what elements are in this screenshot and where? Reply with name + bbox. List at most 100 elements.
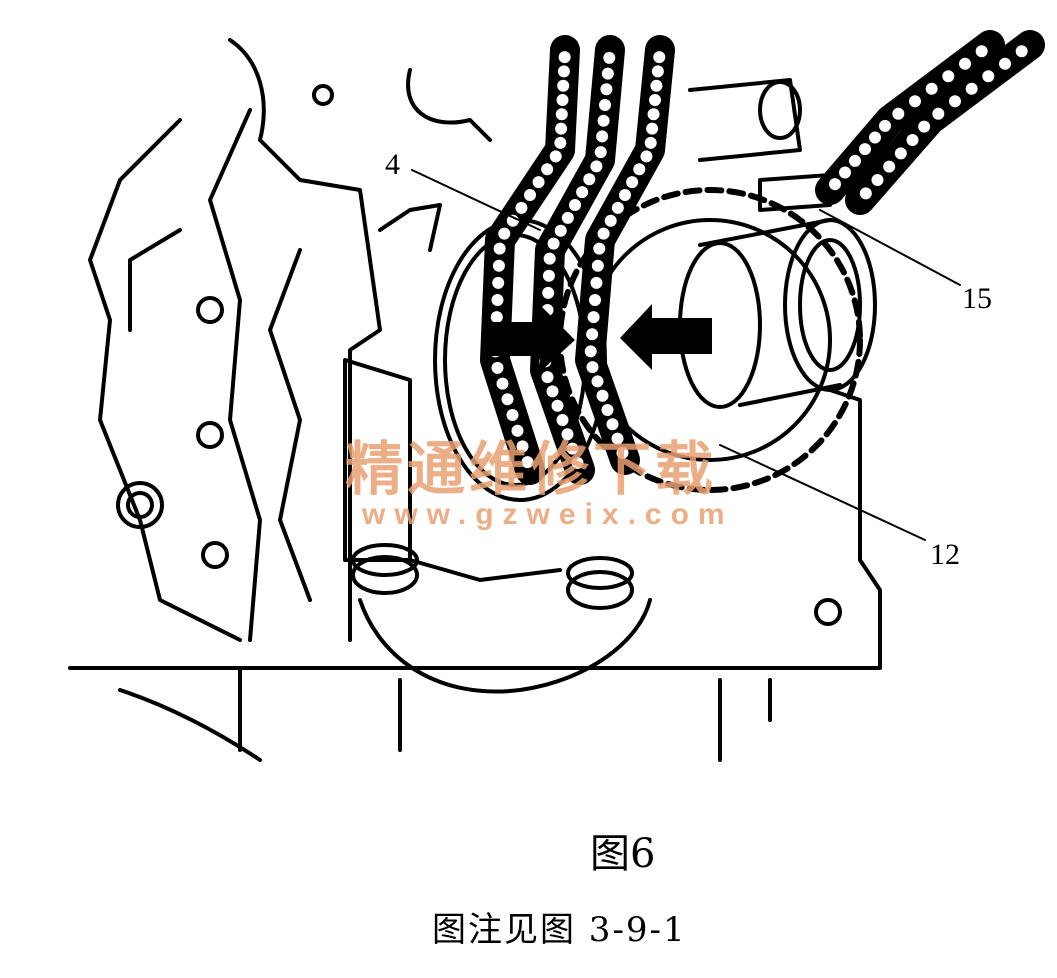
chain-link <box>881 158 898 175</box>
chain-link <box>513 199 530 216</box>
chain-link <box>907 93 923 110</box>
chain-link <box>867 129 883 146</box>
chain-link <box>594 387 611 404</box>
chain-link <box>564 440 581 457</box>
chain-link <box>540 284 557 301</box>
chain-link <box>545 235 562 252</box>
chain-link <box>642 134 659 151</box>
chain-link <box>553 106 570 123</box>
chain-link <box>947 93 963 110</box>
chain-link <box>547 148 564 165</box>
chain-link <box>522 187 538 203</box>
chain-link <box>599 65 616 82</box>
chain-link <box>581 171 598 188</box>
chain-link <box>490 274 507 291</box>
chain-link <box>647 92 663 108</box>
chain-link <box>496 225 513 242</box>
watermark-title: 精通维修下载 <box>345 435 718 503</box>
chain-link <box>645 106 662 123</box>
chain-link <box>930 105 947 122</box>
chain-link <box>588 274 605 291</box>
chain-link <box>649 63 666 80</box>
chain-link <box>494 375 511 392</box>
chain-link <box>595 112 612 129</box>
figure-note: 图注见图 3-9-1 <box>432 910 687 950</box>
chain-link <box>877 117 893 134</box>
engine-block-outline <box>68 38 882 762</box>
camshaft-cylinder <box>678 78 877 409</box>
chain-link <box>617 187 633 203</box>
chain-link <box>916 118 933 135</box>
callout-15: 15 <box>962 282 992 315</box>
chain-link <box>574 184 591 201</box>
chain-link <box>648 77 665 94</box>
chain-link <box>638 148 655 165</box>
chain-link <box>491 240 508 257</box>
chain-link <box>609 199 626 216</box>
chain-link <box>904 132 921 148</box>
chain-link <box>624 174 641 191</box>
chain-link <box>490 257 507 274</box>
figure-caption: 图6 <box>590 831 656 877</box>
chain-link <box>614 444 631 461</box>
chain-link <box>595 225 612 242</box>
leader-lines <box>411 169 961 541</box>
chain-link <box>559 426 576 443</box>
chain-link <box>588 158 605 175</box>
chain-link <box>554 92 571 108</box>
chain-link <box>604 416 621 433</box>
chain-link <box>980 68 997 85</box>
chain-link <box>599 402 616 418</box>
chain-link <box>589 373 606 390</box>
watermark-url: www.gzweix.com <box>362 498 734 531</box>
chain-link <box>651 49 668 66</box>
chain-link <box>549 397 566 414</box>
chain-link <box>1013 43 1030 60</box>
chain-link <box>963 80 980 97</box>
chain-link <box>644 120 661 137</box>
chain-link <box>555 63 572 80</box>
chain-link <box>489 359 506 376</box>
callout-4: 4 <box>385 148 400 181</box>
chain-link <box>584 359 601 376</box>
chain-link <box>569 454 586 471</box>
chain-link <box>594 128 611 145</box>
chain-link <box>539 161 556 178</box>
bolts <box>351 543 634 610</box>
chain-link <box>869 172 886 188</box>
arrow-left-icon <box>620 304 712 370</box>
chain-link <box>504 407 521 423</box>
chain-link <box>602 212 619 229</box>
chain-link <box>554 412 571 428</box>
chain-link <box>591 240 608 257</box>
chain-link <box>544 383 561 400</box>
callout-12: 12 <box>930 538 960 571</box>
chain-link <box>555 77 572 94</box>
alignment-arrows <box>482 304 712 372</box>
chain-link <box>556 49 573 66</box>
chain-link <box>553 120 570 137</box>
chain-link <box>827 176 843 193</box>
chain-link <box>597 97 613 113</box>
chain-link <box>552 222 569 239</box>
chain-link <box>997 55 1013 72</box>
chain-link <box>837 164 853 181</box>
chain-link <box>957 55 973 72</box>
timing-chains <box>480 30 1045 485</box>
chain-link <box>559 209 576 226</box>
chain-link <box>598 81 615 98</box>
chain-link <box>847 152 863 169</box>
chain-strand <box>845 30 1045 215</box>
chain-link <box>582 343 599 360</box>
chain-link <box>539 369 556 386</box>
chain-link <box>540 267 557 284</box>
chain-link <box>584 326 601 343</box>
chain-link <box>609 430 626 447</box>
arrow-right-icon <box>482 305 575 372</box>
chain-link <box>499 391 516 408</box>
chain-link <box>592 144 609 161</box>
chain-link <box>940 68 957 85</box>
chain-link <box>601 49 618 66</box>
chain-link <box>585 309 602 326</box>
chain-link <box>892 145 909 162</box>
